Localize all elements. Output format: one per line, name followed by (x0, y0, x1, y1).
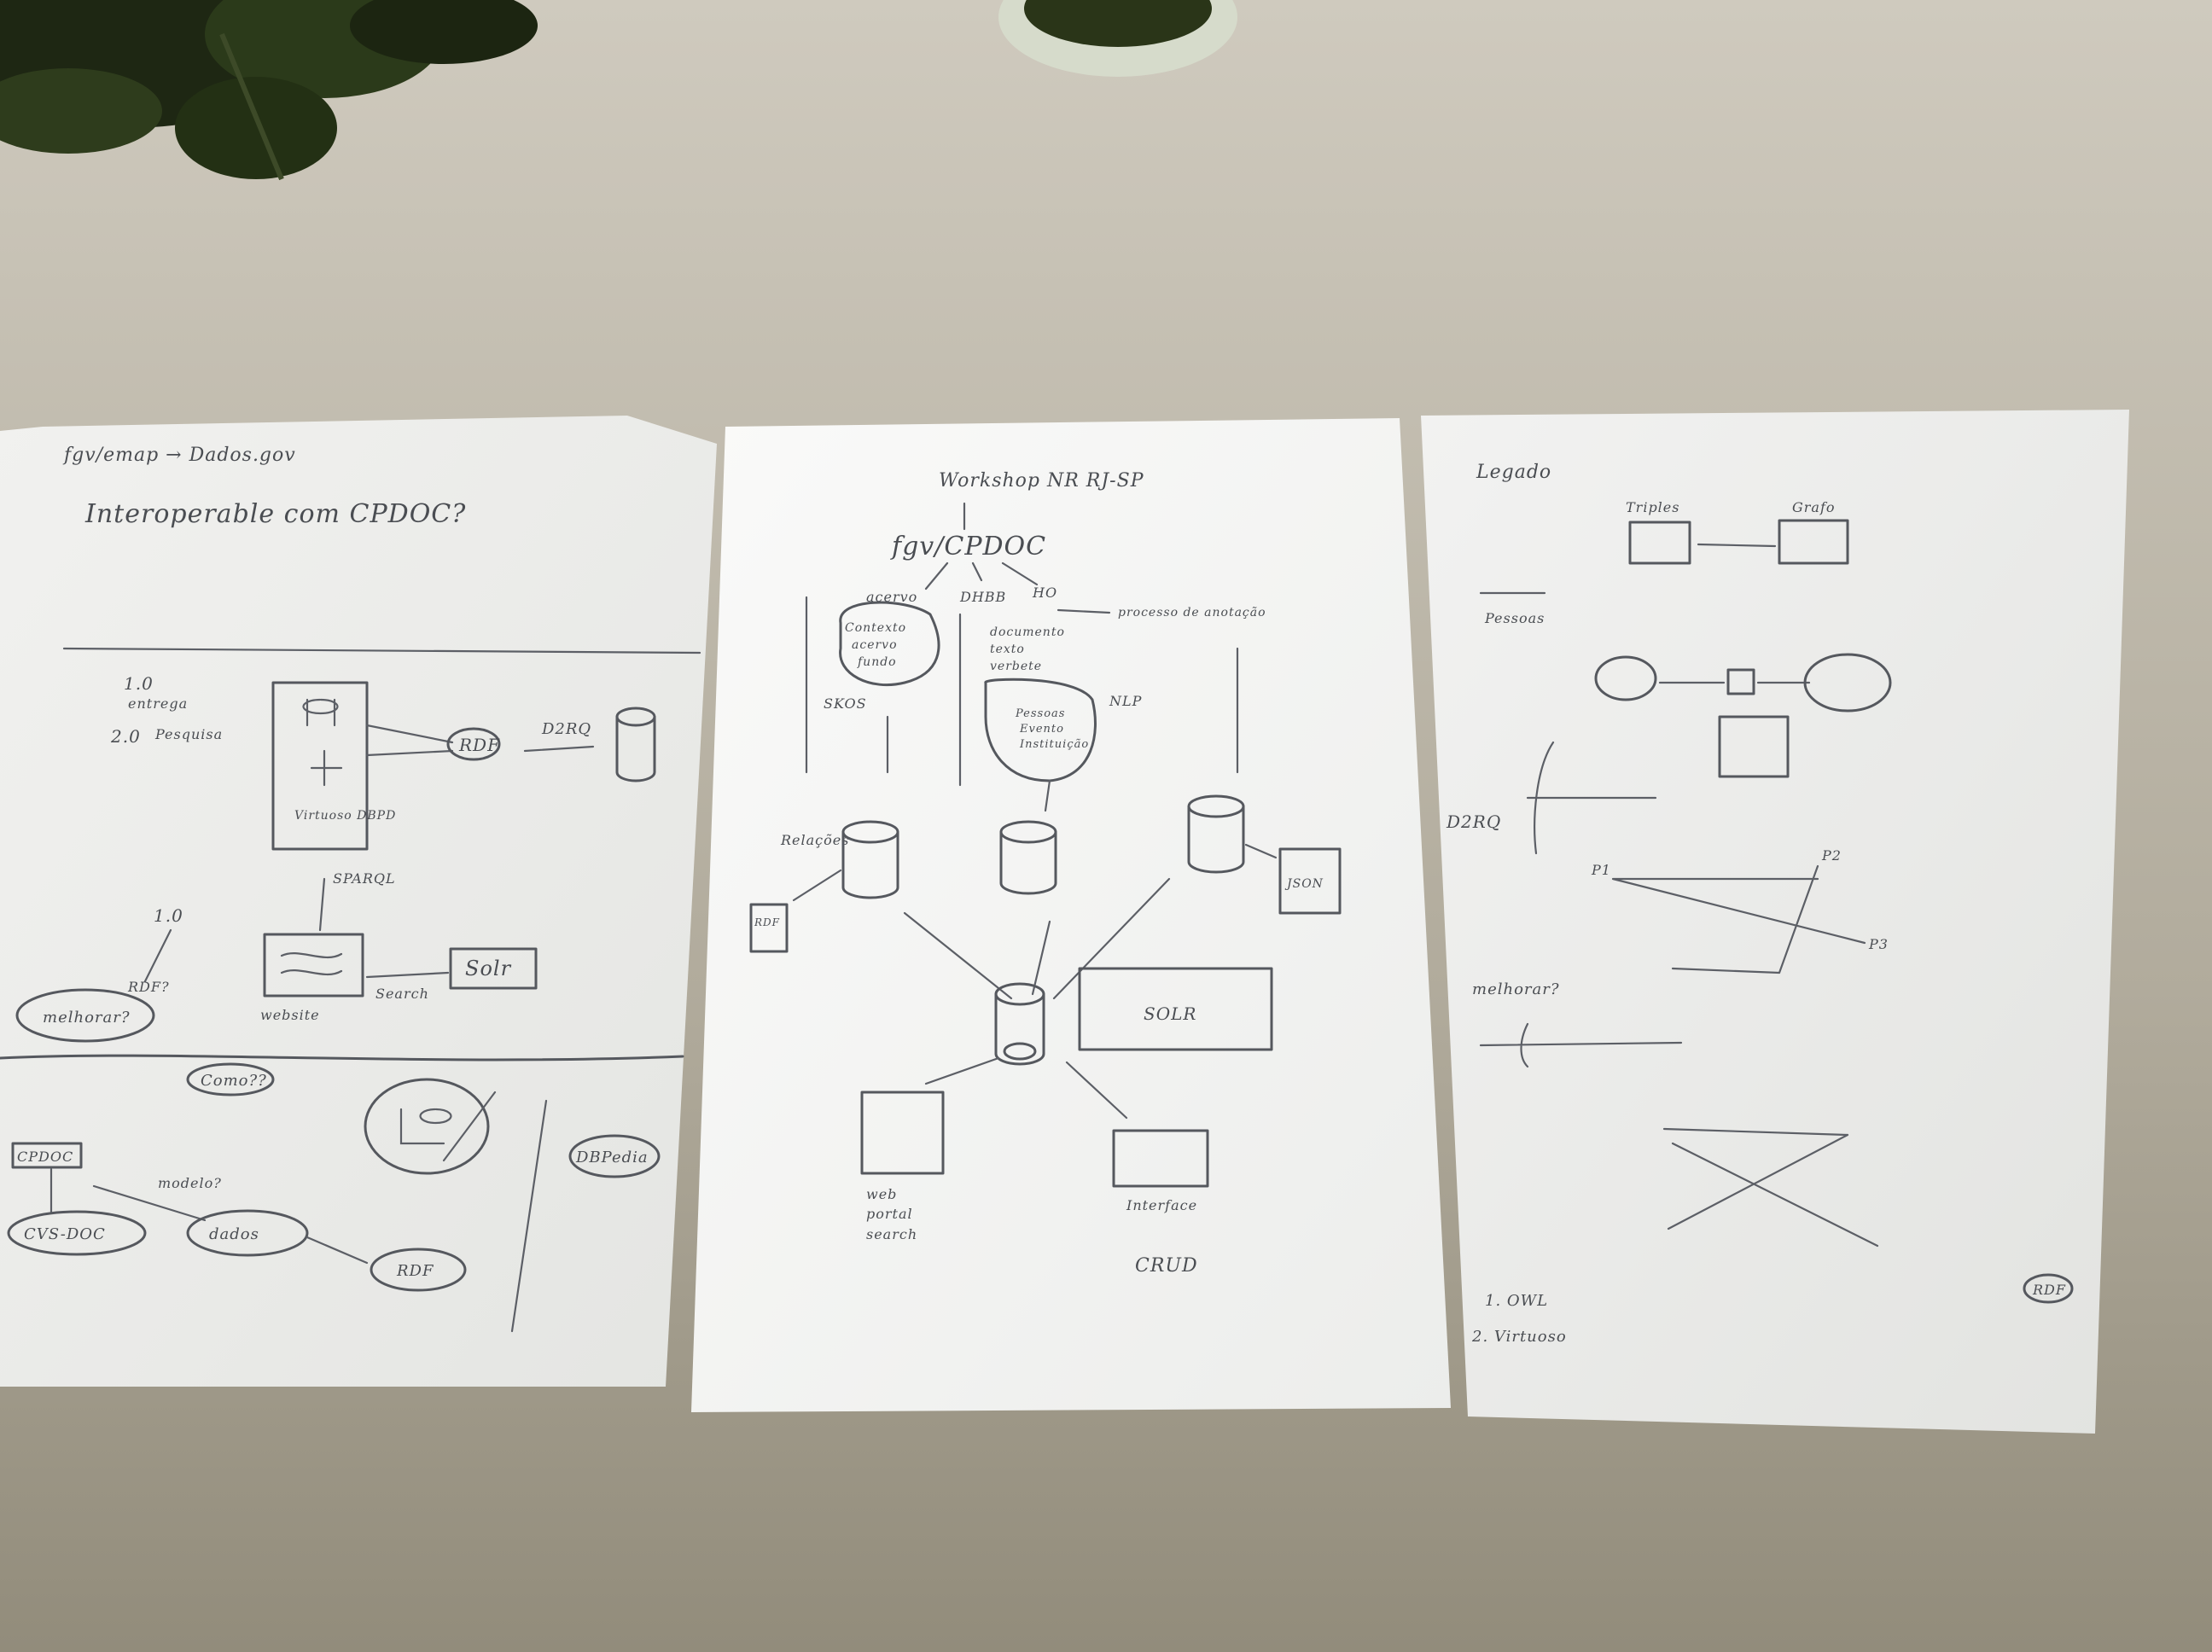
left-website: website (260, 1007, 320, 1023)
left-rdf: RDF (458, 735, 500, 755)
left-sparql-label: SPARQL (333, 870, 396, 887)
right-box-2-label: Grafo (1792, 499, 1836, 515)
middle-root: fgv/CPDOC (890, 532, 1046, 561)
left-search: Search (375, 986, 429, 1002)
left-dados: dados (209, 1225, 259, 1243)
middle-branch-2-item-0: documento (990, 625, 1065, 639)
middle-user-label-2: search (866, 1226, 917, 1242)
right-step-1: 1. OWL (1485, 1292, 1548, 1310)
middle-nlp: NLP (1109, 693, 1142, 709)
left-version: 1.0 (154, 905, 183, 926)
middle-branch-2-item-2: verbete (990, 660, 1042, 673)
middle-title: Workshop NR RJ-SP (939, 470, 1144, 492)
middle-relacoes: Relações (780, 832, 849, 848)
sheet-left: fgv/emap → Dados.gov Interoperable com C… (0, 416, 717, 1387)
left-rdf-bottom: RDF (396, 1262, 434, 1280)
middle-search-box: SOLR (1144, 1003, 1196, 1024)
right-p3: P3 (1868, 936, 1889, 952)
middle-branch-2: DHBB (959, 589, 1006, 605)
middle-rdf-lower: RDF (754, 916, 780, 928)
right-section: Pessoas (1484, 610, 1545, 626)
plant (0, 0, 1237, 181)
middle-user-label-0: web (866, 1186, 897, 1202)
right-d2rq: D2RQ (1446, 811, 1501, 832)
middle-crud-label-0: Interface (1126, 1197, 1197, 1213)
middle-branch-1-item-0: Contexto (845, 621, 906, 635)
left-question: Interoperable com CPDOC? (84, 499, 466, 529)
right-melhorar: melhorar? (1472, 980, 1560, 998)
left-cpdoc: CPDOC (17, 1149, 73, 1165)
right-step-2: 2. Virtuoso (1471, 1328, 1567, 1346)
middle-skos: SKOS (824, 695, 867, 712)
left-solr: Solr (465, 957, 512, 980)
right-title: Legado (1476, 462, 1551, 483)
sheet-right: Legado Triples Grafo Pessoas D2RQ P1 P2 … (1421, 410, 2129, 1434)
left-como: Como?? (201, 1072, 267, 1090)
middle-branch-3-note: processo de anotação (1118, 606, 1266, 620)
middle-branch-3: HO (1032, 585, 1057, 601)
right-p2: P2 (1821, 847, 1842, 864)
right-rdf: RDF (2032, 1282, 2066, 1298)
sheet-middle: Workshop NR RJ-SP fgv/CPDOC acervo DHBB … (691, 418, 1451, 1412)
left-dbpedia: DBPedia (575, 1149, 649, 1166)
middle-branch-2-sub-1: Evento (1019, 723, 1064, 736)
left-d2rq: D2RQ (541, 720, 591, 738)
left-store-label: Virtuoso DBPD (294, 809, 396, 823)
left-melhorar: melhorar? (43, 1009, 131, 1027)
left-step-1-label: entrega (128, 695, 188, 712)
middle-branch-2-sub-2: Instituição (1019, 738, 1089, 751)
middle-branch-1: acervo (866, 589, 917, 605)
middle-crud-label-1: CRUD (1135, 1255, 1198, 1277)
left-step-2-label: Pesquisa (154, 726, 223, 742)
right-box-1-label: Triples (1626, 499, 1679, 515)
left-cpdoc-derived: CVS-DOC (24, 1225, 106, 1243)
left-step-2: 2.0 (110, 726, 141, 747)
left-modelo: modelo? (158, 1175, 222, 1191)
middle-branch-1-item-1: acervo (852, 638, 898, 652)
middle-user-label-1: portal (866, 1206, 913, 1222)
middle-json: JSON (1284, 877, 1324, 891)
middle-branch-2-sub-0: Pessoas (1015, 707, 1065, 720)
left-rdf-question: RDF? (127, 979, 170, 995)
middle-branch-2-item-1: texto (990, 643, 1025, 656)
middle-branch-1-item-2: fundo (857, 655, 897, 669)
left-step-1: 1.0 (124, 673, 154, 694)
right-p1: P1 (1591, 862, 1611, 878)
left-title: fgv/emap → Dados.gov (62, 445, 296, 466)
